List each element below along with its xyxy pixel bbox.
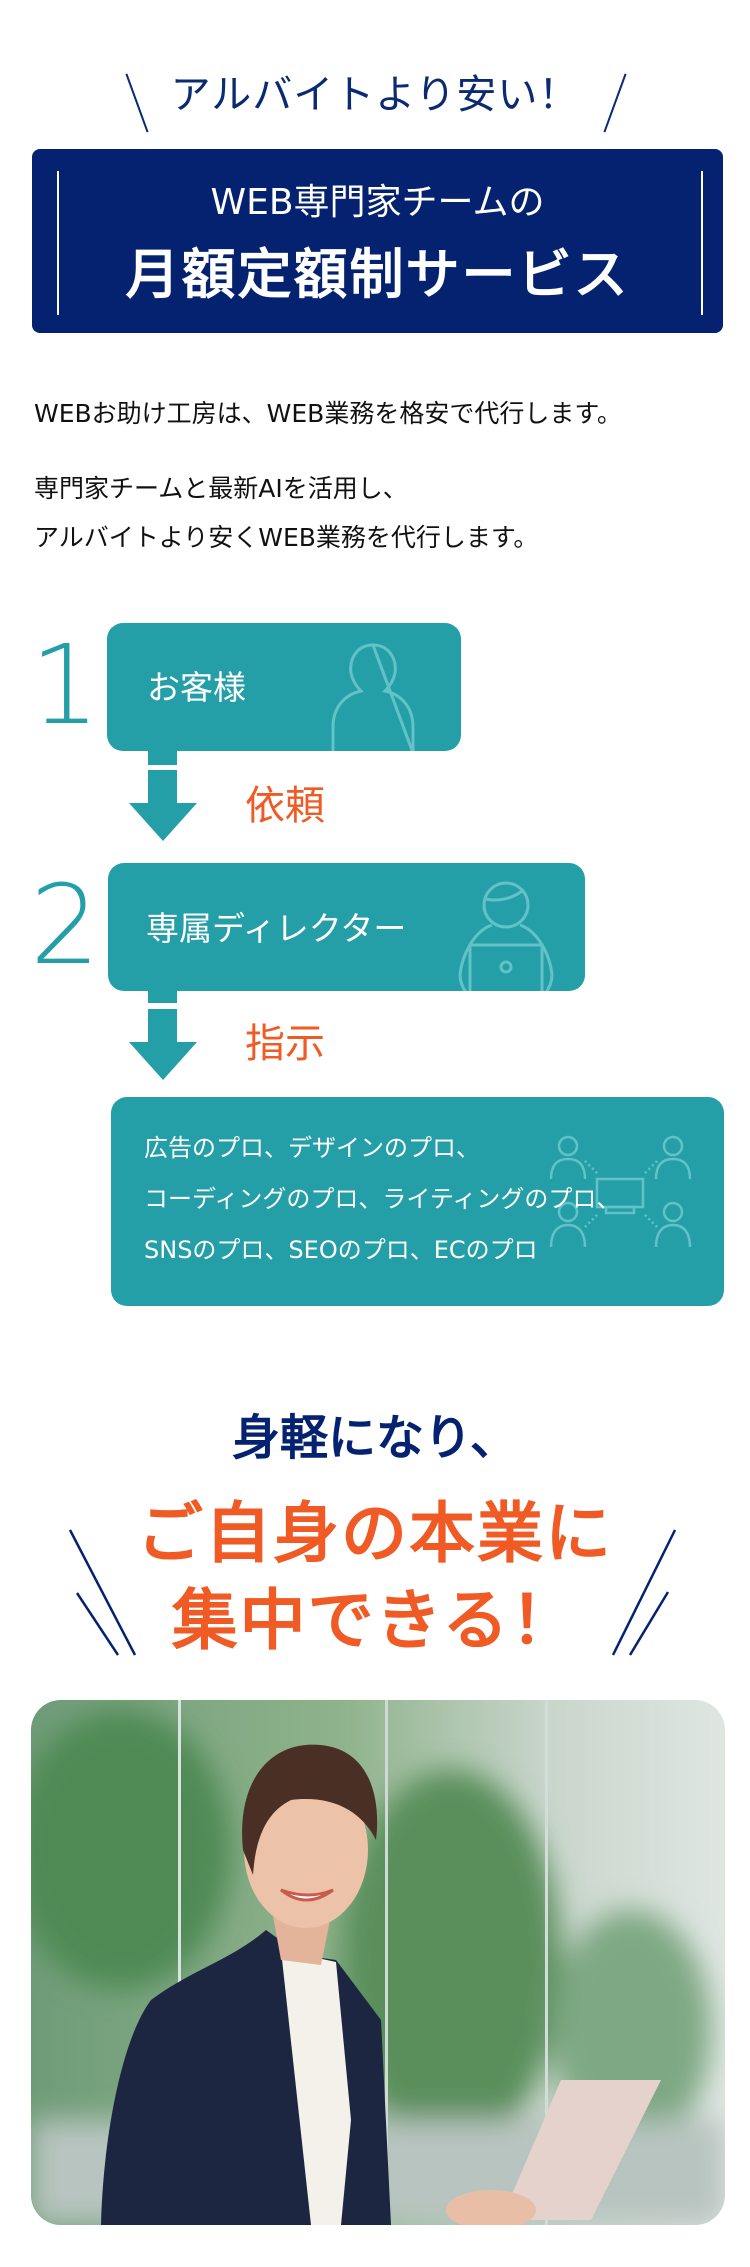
director-laptop-icon	[458, 881, 554, 991]
arrow-1-stem-top	[148, 751, 177, 765]
banner-title: 月額定額制サービス	[125, 243, 630, 306]
pros-list: 広告のプロ、デザインのプロ、 コーディングのプロ、ライティングのプロ、 SNSの…	[144, 1123, 620, 1276]
team-network-icon	[549, 1135, 692, 1248]
step-director-box: 専属ディレクター	[108, 863, 585, 991]
arrow-1-stem	[148, 770, 177, 804]
arrow-2-stem	[148, 1009, 177, 1043]
photo-illustration	[31, 1700, 725, 2225]
pros-team-box: 広告のプロ、デザインのプロ、 コーディングのプロ、ライティングのプロ、 SNSの…	[111, 1097, 724, 1306]
banner-subtitle: WEB専門家チームの	[210, 182, 545, 223]
intro-paragraph-2-line-2: アルバイトより安くWEB業務を代行します。	[34, 523, 539, 552]
intro-paragraph-2-line-1: 専門家チームと最新AIを活用し、	[34, 474, 408, 503]
pros-line-1: 広告のプロ、デザインのプロ、	[144, 1134, 480, 1162]
banner-divider-left	[57, 171, 59, 315]
arrow-1-down-icon	[129, 803, 197, 841]
intro-paragraph-1: WEBお助け工房は、WEB業務を格安で代行します。	[34, 399, 622, 428]
benefit-headline-line-2: 集中できる！	[171, 1582, 579, 1659]
person-icon	[331, 643, 415, 751]
banner-divider-right	[701, 171, 703, 315]
step-customer-box: お客様	[107, 623, 461, 751]
service-title-banner: WEB専門家チームの 月額定額制サービス	[32, 149, 723, 333]
arrow-2-down-icon	[129, 1042, 197, 1080]
pros-line-3: SNSのプロ、SEOのプロ、ECのプロ	[144, 1236, 538, 1264]
tagline: アルバイトより安い！	[170, 72, 580, 118]
step-director-label: 専属ディレクター	[146, 909, 407, 948]
arrow-2-label: 指示	[245, 1021, 325, 1067]
benefit-headline-line-1: ご自身の本業に	[137, 1495, 613, 1572]
smiling-businesswoman-photo	[31, 1700, 725, 2225]
step-number-2: 2	[30, 861, 100, 989]
arrow-2-stem-top	[148, 991, 177, 1003]
emphasis-lines-decoration	[68, 1529, 677, 1656]
step-customer-label: お客様	[147, 668, 246, 707]
step-number-1: 1	[30, 621, 100, 749]
benefit-lead: 身軽になり、	[231, 1410, 519, 1466]
arrow-1-label: 依頼	[245, 783, 325, 829]
pros-line-2: コーディングのプロ、ライティングのプロ、	[144, 1185, 621, 1213]
